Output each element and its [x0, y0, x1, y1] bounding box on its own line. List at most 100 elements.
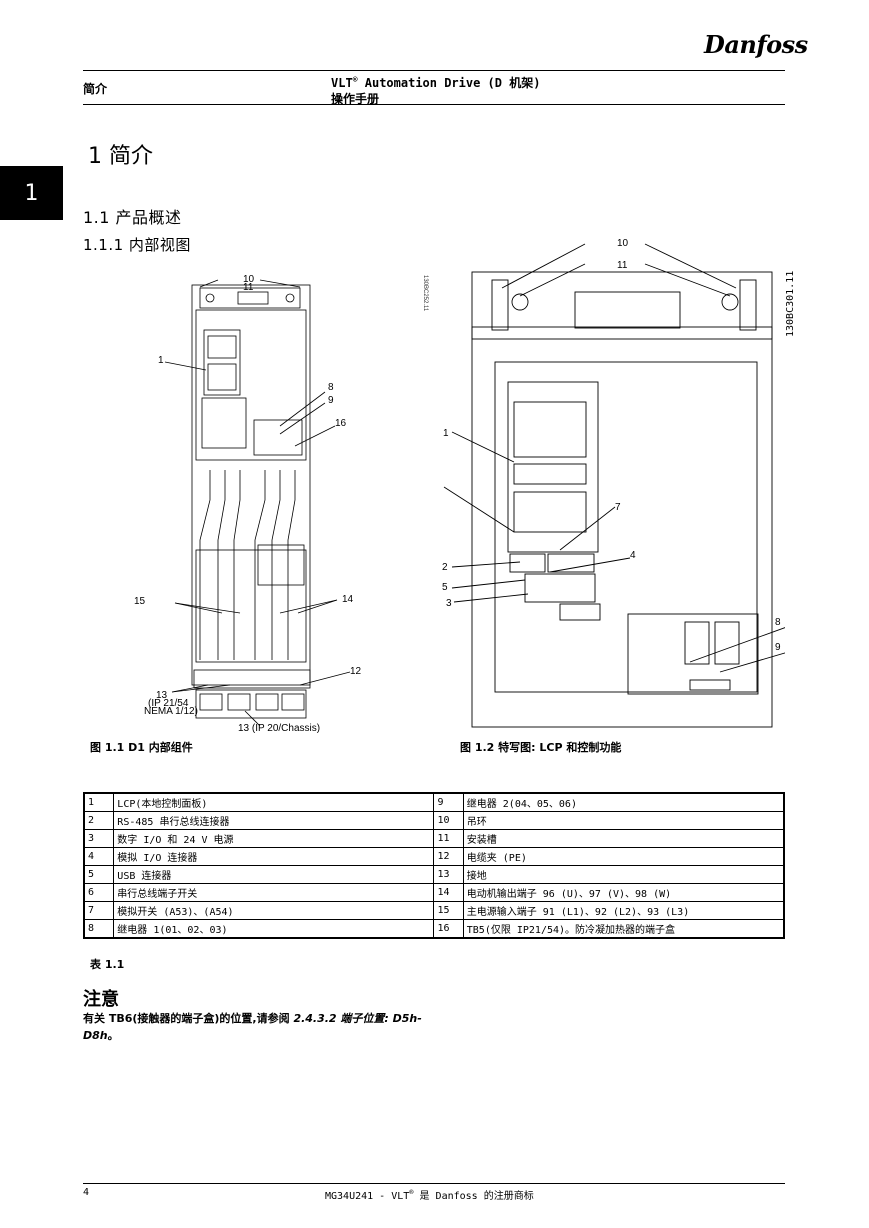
table-cell-number: 11: [433, 829, 464, 848]
table-cell-description: 安装槽: [462, 829, 785, 848]
header-section: 简介: [83, 82, 108, 96]
table-cell-description: 主电源输入端子 91 (L1)、92 (L2)、93 (L3): [462, 901, 785, 920]
table-cell-number: 15: [433, 901, 464, 920]
lcp-module: [507, 381, 599, 553]
table-cell-number: 10: [433, 811, 464, 830]
table-cell-description: 继电器 1(01、02、03): [113, 919, 435, 939]
table-cell-description: 模拟 I/O 连接器: [113, 847, 435, 866]
fig2-callout-4: 4: [630, 550, 636, 561]
table-cell-number: 2: [83, 811, 115, 830]
fig1-callout-15: 15: [134, 596, 146, 607]
section-heading: 1.1 产品概述: [83, 208, 182, 227]
figure2-caption: 图 1.2 特写图: LCP 和控制功能: [460, 741, 622, 754]
note-text-end: 。: [107, 1029, 119, 1042]
table-cell-number: 5: [83, 865, 115, 884]
table-cell-number: 6: [83, 883, 115, 902]
table-cell-description: USB 连接器: [113, 865, 435, 884]
fig2-callout-3: 3: [446, 598, 452, 609]
header-subtitle: 操作手册: [331, 92, 380, 106]
chapter-tab: 1: [0, 166, 63, 220]
table-cell-number: 13: [433, 865, 464, 884]
table-cell-description: 串行总线端子开关: [113, 883, 435, 902]
fig1-callout-11: 11: [243, 282, 254, 293]
fig2-callout-8: 8: [775, 617, 781, 628]
figure-d1-internal: 1 10 11 8 9 16 15 14 12 13 (IP 21/54 NEM…: [134, 274, 362, 734]
control-card: [494, 361, 758, 693]
table-cell-description: 数字 I/O 和 24 V 电源: [113, 829, 435, 848]
table-cell-number: 14: [433, 883, 464, 902]
fig1-callout-13-note2: NEMA 1/12): [144, 706, 198, 717]
table-cell-description: 电缆夹 (PE): [462, 847, 785, 866]
table-cell-number: 4: [83, 847, 115, 866]
footer-registered-mark: ®: [409, 1188, 414, 1197]
fig1-callout-16: 16: [335, 418, 347, 429]
danfoss-logo: Danfoss: [704, 30, 808, 59]
note-body: 有关 TB6(接触器的端子盒)的位置,请参阅 2.4.3.2 端子位置: D5h…: [83, 1010, 428, 1044]
footer-rule: [83, 1183, 785, 1184]
fig2-code: 130BC301.11: [785, 270, 796, 337]
table-cell-number: 16: [433, 919, 464, 939]
fig1-callout-8: 8: [328, 382, 334, 393]
footer-text: MG34U241 - VLT® 是 Danfoss 的注册商标: [325, 1187, 534, 1202]
table-cell-number: 7: [83, 901, 115, 920]
table-cell-description: TB5(仅限 IP21/54)。防冷凝加热器的端子盒: [462, 919, 785, 939]
figure1-caption: 图 1.1 D1 内部组件: [90, 741, 193, 754]
fig1-code: 130BC252.11: [422, 275, 428, 312]
table-cell-number: 8: [83, 919, 115, 939]
fig1-callout-12: 12: [350, 666, 362, 677]
header-rule-bottom: [83, 104, 785, 105]
fig1-callout-9: 9: [328, 395, 334, 406]
d1-relay-block: [253, 419, 303, 456]
fig2-callout-9: 9: [775, 642, 781, 653]
note-reference-link[interactable]: 2.4.3.2 端子位置: D5h-D8h: [83, 1012, 422, 1042]
fig1-callout-13-note1: (IP 21/54: [148, 698, 189, 709]
fig2-callout-2: 2: [442, 562, 448, 573]
subsection-heading: 1.1.1 内部视图: [83, 236, 191, 254]
header-title: VLT® Automation Drive (D 机架) 操作手册: [331, 72, 540, 107]
header-title-suffix: Automation Drive (D 机架): [357, 76, 541, 90]
header-rule-top: [83, 70, 785, 71]
header-title-prefix: VLT: [331, 76, 353, 90]
footer-text-prefix: MG34U241 - VLT: [325, 1191, 410, 1202]
table-cell-number: 3: [83, 829, 115, 848]
fig1-callout-14: 14: [342, 594, 354, 605]
fig2-callout-10: 10: [617, 238, 629, 249]
registered-mark: ®: [352, 75, 358, 84]
page-number: 4: [83, 1187, 90, 1198]
chapter-heading: 1 简介: [88, 144, 153, 169]
fig2-callout-7: 7: [615, 502, 621, 513]
fig1-callout-13: 13: [156, 690, 168, 701]
figure-lcp-closeup: 10 11 1 6 7 2 4 5 3 8 9: [442, 238, 785, 728]
fig1-callout-1: 1: [158, 355, 164, 366]
fig1-callout-10: 10: [243, 274, 255, 285]
d1-lcp: [203, 329, 241, 396]
table-cell-number: 9: [433, 792, 464, 812]
fig1-callout-13b: 13 (IP 20/Chassis): [238, 723, 320, 734]
table-cell-number: 12: [433, 847, 464, 866]
fig2-callout-1: 1: [443, 428, 449, 439]
footer-text-suffix: 是 Danfoss 的注册商标: [413, 1191, 534, 1202]
table-cell-description: LCP(本地控制面板): [113, 792, 435, 812]
table-cell-description: 模拟开关 (A53)、(A54): [113, 901, 435, 920]
fig2-callout-5: 5: [442, 582, 448, 593]
lcp-enclosure: [471, 271, 773, 728]
note-title: 注意: [83, 989, 119, 1010]
table-caption: 表 1.1: [90, 958, 125, 971]
table-cell-description: 接地: [462, 865, 785, 884]
table-cell-description: 电动机输出端子 96 (U)、97 (V)、98 (W): [462, 883, 785, 902]
table-cell-number: 1: [83, 792, 115, 812]
table-cell-description: RS-485 串行总线连接器: [113, 811, 435, 830]
fig2-callout-11: 11: [617, 260, 628, 271]
table-cell-description: 吊环: [462, 811, 785, 830]
table-cell-description: 继电器 2(04、05、06): [462, 792, 785, 812]
d1-frame: [191, 284, 311, 686]
